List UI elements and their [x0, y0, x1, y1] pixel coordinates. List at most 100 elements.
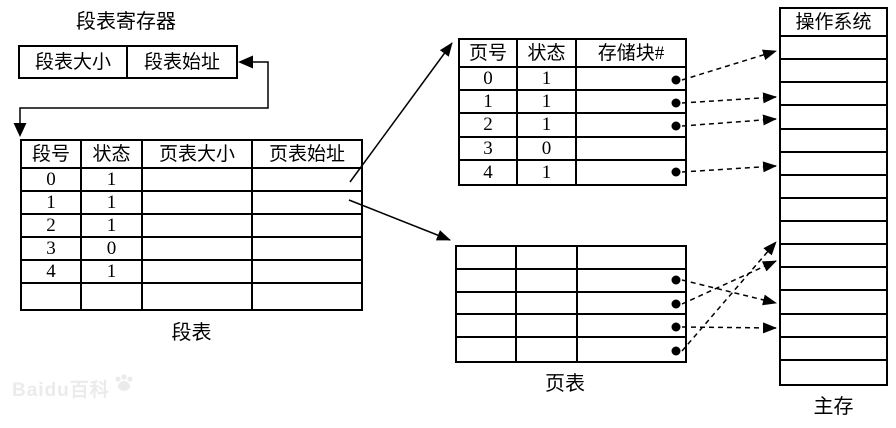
table-cell: 1 [82, 215, 143, 238]
table-cell: 1 [460, 91, 518, 115]
dashed-arrow-to-memory [681, 49, 777, 81]
table-cell: 1 [82, 169, 143, 192]
dashed-arrow-to-memory [681, 279, 777, 306]
table-cell [457, 315, 517, 339]
table-cell [253, 238, 361, 261]
table-cell [143, 192, 253, 215]
table-cell: 0 [518, 137, 577, 161]
table-cell: 1 [22, 192, 82, 215]
table-cell [517, 338, 578, 361]
table-cell [143, 215, 253, 238]
register-cell-table-base: 段表始址 [143, 51, 220, 73]
table-cell: 2 [22, 215, 82, 238]
pt-header-status: 状态 [518, 40, 577, 68]
arrow-seg0-to-page-table-top [349, 42, 453, 183]
segment-table: 段号 状态 页表大小 页表始址 0 1 1 1 2 1 3 0 4 1 [20, 139, 363, 311]
table-cell [577, 114, 685, 138]
dashed-arrow-to-memory [681, 322, 777, 334]
table-cell [517, 315, 578, 339]
memory-block [781, 338, 886, 361]
seg-header-segno: 段号 [22, 141, 82, 169]
table-cell: 2 [460, 114, 518, 138]
table-cell [578, 270, 685, 293]
table-cell: 4 [22, 261, 82, 284]
memory-block [781, 130, 886, 153]
memory-block [781, 37, 886, 61]
table-cell [82, 284, 143, 309]
memory-block [781, 291, 886, 315]
table-cell: 0 [22, 169, 82, 192]
table-cell [143, 261, 253, 284]
table-cell: 1 [518, 68, 577, 92]
table-cell: 4 [460, 160, 518, 184]
segment-table-caption: 段表 [171, 322, 212, 344]
memory-block [781, 153, 886, 176]
table-cell [143, 238, 253, 261]
table-cell: 0 [460, 68, 518, 92]
table-cell [577, 138, 685, 161]
table-cell: 3 [22, 238, 82, 261]
table-cell: 0 [82, 238, 143, 261]
table-cell [22, 284, 82, 309]
memory-caption: 主存 [813, 396, 854, 418]
page-table-bottom [455, 245, 687, 363]
seg-header-ptsize: 页表大小 [143, 141, 253, 169]
table-cell: 1 [82, 192, 143, 215]
memory-block [781, 60, 886, 84]
arrowhead-into-register [238, 55, 253, 69]
memory-block [781, 176, 886, 199]
arrow-seg1-to-page-table-bottom [348, 199, 451, 241]
table-cell [457, 269, 517, 293]
dashed-arrow-to-memory [681, 92, 777, 104]
table-cell: 3 [460, 137, 518, 161]
segment-table-register: 段表大小 段表始址 [18, 45, 238, 79]
table-cell [457, 292, 517, 316]
memory-block [781, 199, 886, 223]
watermark-text: Baidu百科 [12, 379, 110, 401]
paw-icon [115, 374, 133, 391]
seg-header-status: 状态 [82, 141, 143, 169]
arrowhead-into-segment-table [13, 123, 27, 137]
table-cell: 1 [82, 261, 143, 284]
register-title: 段表寄存器 [76, 11, 176, 33]
memory-block [781, 106, 886, 130]
memory-block [781, 268, 886, 292]
table-cell [253, 192, 361, 215]
table-cell [517, 247, 578, 270]
table-cell [577, 91, 685, 115]
dashed-arrow-to-memory [681, 114, 777, 127]
table-cell [578, 315, 685, 339]
pt-header-block: 存储块# [577, 40, 685, 68]
table-cell [143, 169, 253, 192]
table-cell [577, 161, 685, 184]
table-cell [517, 292, 578, 316]
table-cell [253, 169, 361, 192]
table-cell [253, 261, 361, 284]
page-table-top: 页号 状态 存储块# 0 1 1 1 2 1 3 0 4 1 [458, 38, 687, 186]
baidu-watermark: Baidu百科 [12, 374, 138, 402]
table-cell [253, 284, 361, 309]
table-cell: 1 [518, 114, 577, 138]
table-cell [578, 293, 685, 316]
seg-header-ptaddr: 页表始址 [253, 141, 361, 169]
table-cell [457, 338, 517, 361]
memory-block [781, 315, 886, 338]
memory-os-cell: 操作系统 [781, 9, 886, 37]
table-cell [578, 338, 685, 361]
memory-block [781, 222, 886, 246]
dashed-arrow-to-memory [681, 161, 777, 173]
table-cell [517, 269, 578, 293]
main-memory: 操作系统 [779, 7, 888, 386]
table-cell [577, 68, 685, 92]
page-table-caption: 页表 [545, 373, 585, 395]
table-cell [143, 284, 253, 309]
memory-block [781, 83, 886, 107]
memory-block [781, 245, 886, 269]
memory-block [781, 361, 886, 384]
pt-header-pageno: 页号 [460, 40, 518, 68]
table-cell [457, 247, 517, 270]
dashed-arrow-to-memory [681, 260, 777, 305]
table-cell [253, 215, 361, 238]
table-cell: 1 [518, 160, 577, 184]
